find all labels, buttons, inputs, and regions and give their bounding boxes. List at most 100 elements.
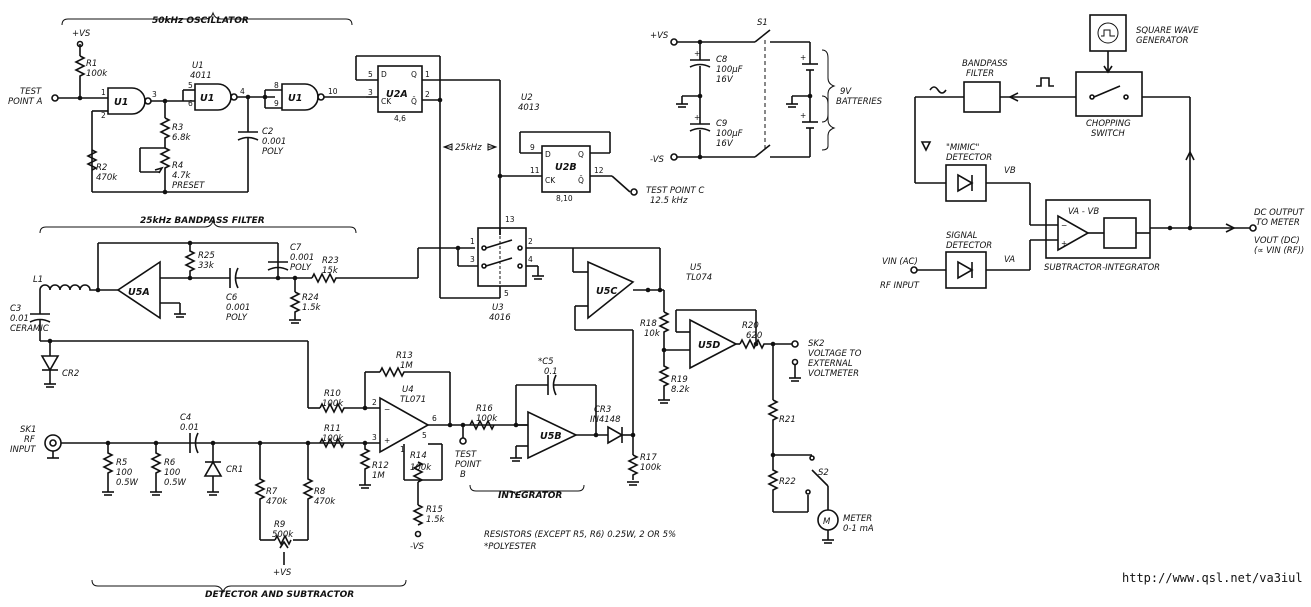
c6-type: POLY [226,313,248,323]
square-wave-label-2: GENERATOR [1136,36,1189,46]
cr3-part: IN4148 [590,415,621,425]
c6-ref: C6 [226,293,238,303]
test-point-c-terminal [630,188,638,196]
u1-ref: U1 [192,61,204,71]
svg-text:6: 6 [188,99,193,108]
s1-label: S1 [757,18,768,28]
c3-type: CERAMIC [10,324,49,334]
r8-ref: R8 [314,487,326,497]
meter-range: 0-1 mA [843,524,874,534]
vout-label: VOUT (DC) [1254,236,1300,246]
r24-ref: R24 [302,293,319,303]
integrator-section-label: INTEGRATOR [498,491,562,501]
c8-ref: C8 [716,55,728,65]
r9-ref: R9 [274,520,285,530]
svg-text:8,10: 8,10 [556,194,573,203]
integrator-labels: R16 100k *C5 0.1 U5B CR3 IN4148 R17 100k… [476,263,874,552]
r8-value: 470k [314,497,336,507]
test-point-c-freq: 12.5 kHz [650,196,688,206]
u3-part: 4016 [489,313,511,323]
block-diagram [910,14,1257,289]
svg-text:Q: Q [578,150,584,159]
block-bandpass-label: BANDPASS [962,59,1008,69]
c9-ref: C9 [716,119,727,129]
svg-text:9: 9 [530,143,535,152]
svg-text:+: + [800,53,806,62]
r4-value: 4.7k [172,171,192,181]
c7-type: POLY [290,263,312,273]
svg-text:D: D [545,150,551,159]
test-point-b-label-2: POINT [455,460,482,470]
u5-ref: U5 [690,263,702,273]
r24-value: 1.5k [302,303,322,313]
sk1-connector [44,434,62,452]
svg-text:Q̄: Q̄ [578,176,584,185]
c3-value: 0.01 [10,314,29,324]
cr2-label: CR2 [62,369,79,379]
c4-ref: C4 [180,413,191,423]
r6-value: 100 [164,468,180,478]
r3-ref: R3 [172,123,183,133]
svg-text:+: + [694,113,700,122]
detector-section-label: DETECTOR AND SUBTRACTOR [205,590,354,600]
c5-ref: *C5 [538,357,554,367]
r11-ref: R11 [324,424,341,434]
mimic-label: "MIMIC" [946,143,980,153]
r3-value: 6.8k [172,133,192,143]
svg-text:CK: CK [545,176,556,185]
r13-ref: R13 [396,351,413,361]
chopping-label-2: SWITCH [1091,129,1125,139]
c7-ref: C7 [290,243,302,253]
r22-ref: R22 [779,477,796,487]
svg-text:Q̄: Q̄ [411,97,417,106]
meter-glyph: M [823,517,831,527]
sk2-ref: SK2 [808,339,824,349]
r12-value: 1M [372,471,385,481]
vin-label: VIN (AC) [882,257,918,267]
mimic-label-2: DETECTOR [946,153,992,163]
r15-vs-label: -VS [410,542,425,552]
r4-ref: R4 [172,161,183,171]
r19-ref: R19 [671,375,688,385]
sk1-ref: SK1 [20,425,36,435]
svg-text:2: 2 [425,90,430,99]
vout-label-2: (∝ VIN (RF)) [1254,246,1304,256]
svg-text:1: 1 [425,70,430,79]
svg-text:D: D [381,70,387,79]
r12-ref: R12 [372,461,389,471]
test-point-b-label: TEST [455,450,477,460]
c2-ref: C2 [262,127,273,137]
test-point-c-label: TEST POINT C [646,186,704,196]
oscillator-wiring [51,40,366,195]
svg-text:2: 2 [528,237,533,246]
vs-plus-label: +VS [72,29,91,39]
r18-ref: R18 [640,319,657,329]
detector-wiring [40,338,528,565]
svg-text:11: 11 [530,166,540,175]
r6-power: 0.5W [164,478,187,488]
r1-value: 100k [86,69,108,79]
block-diagram-labels: SQUARE WAVE GENERATOR BANDPASS FILTER CH… [880,26,1305,291]
c6-value: 0.001 [226,303,250,313]
r17-value: 100k [640,463,662,473]
freq-25-label: 25kHz [455,143,482,153]
bandpass-labels: L1 U5A R25 33k C6 0.001 POLY C7 0.001 PO… [10,243,339,334]
r2-ref: R2 [96,163,107,173]
u2b-label: U2B [555,162,577,173]
u2-ref: U2 [521,93,533,103]
svg-text:12: 12 [594,166,604,175]
va-label: VA [1004,255,1015,265]
supply-vs-minus-label: -VS [650,155,665,165]
signal-detector-block [945,251,987,289]
cr1-label: CR1 [226,465,243,475]
integrator-wiring [469,248,839,544]
c8-voltage: 16V [716,75,734,85]
r10-value: 100k [322,399,344,409]
u1-gate3-label: U1 [288,93,302,104]
r16-ref: R16 [476,404,493,414]
flipflop-wiring [355,55,638,298]
svg-text:3: 3 [372,433,377,442]
r19-value: 8.2k [671,385,691,395]
bandpass-section-label: 25kHz BANDPASS FILTER [140,216,265,226]
u1-gate1-label: U1 [114,97,128,108]
